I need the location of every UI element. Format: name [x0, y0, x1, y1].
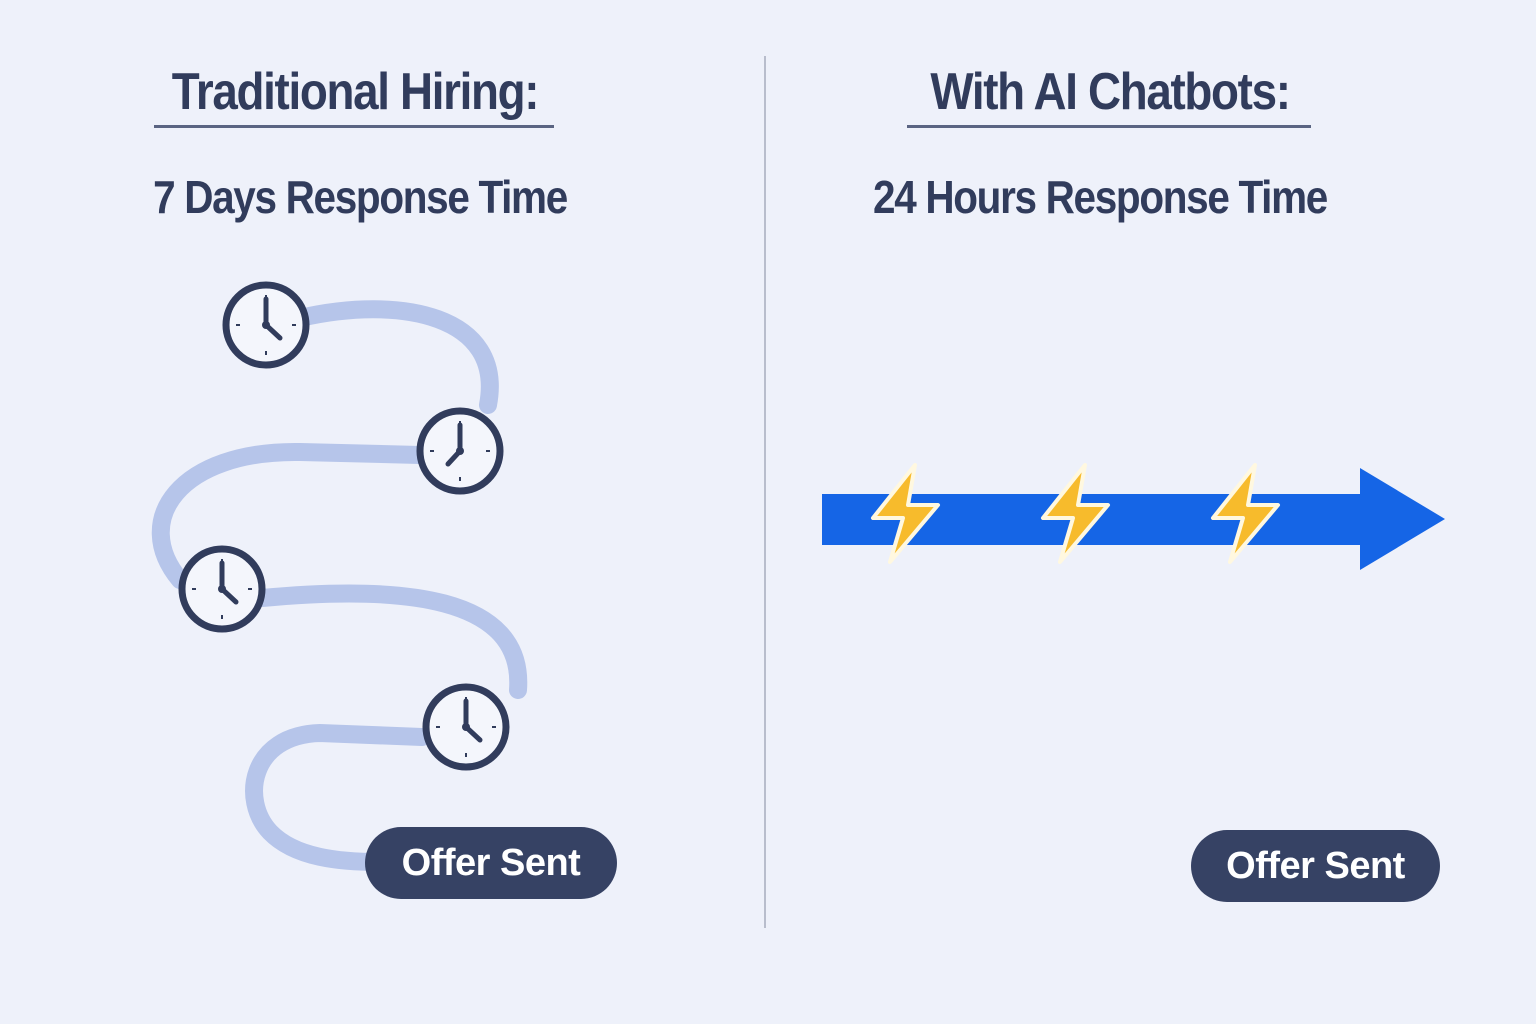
right-title: With AI Chatbots:	[930, 63, 1291, 121]
lightning-bolt-icon	[1211, 463, 1280, 564]
right-offer-sent-button[interactable]: Offer Sent	[1191, 830, 1440, 902]
left-offer-sent-button[interactable]: Offer Sent	[365, 827, 617, 899]
clock-icon	[222, 281, 310, 369]
right-title-underline	[907, 125, 1311, 128]
lightning-bolt-icon	[1041, 463, 1110, 564]
clock-icon	[178, 545, 266, 633]
left-subtitle: 7 Days Response Time	[153, 171, 568, 223]
left-title-underline	[154, 125, 554, 128]
winding-path	[151, 300, 528, 871]
right-subtitle: 24 Hours Response Time	[873, 171, 1328, 223]
clock-icon	[416, 407, 504, 495]
clock-icon	[422, 683, 510, 771]
left-title: Traditional Hiring:	[171, 63, 540, 121]
lightning-bolt-icon	[871, 463, 940, 564]
